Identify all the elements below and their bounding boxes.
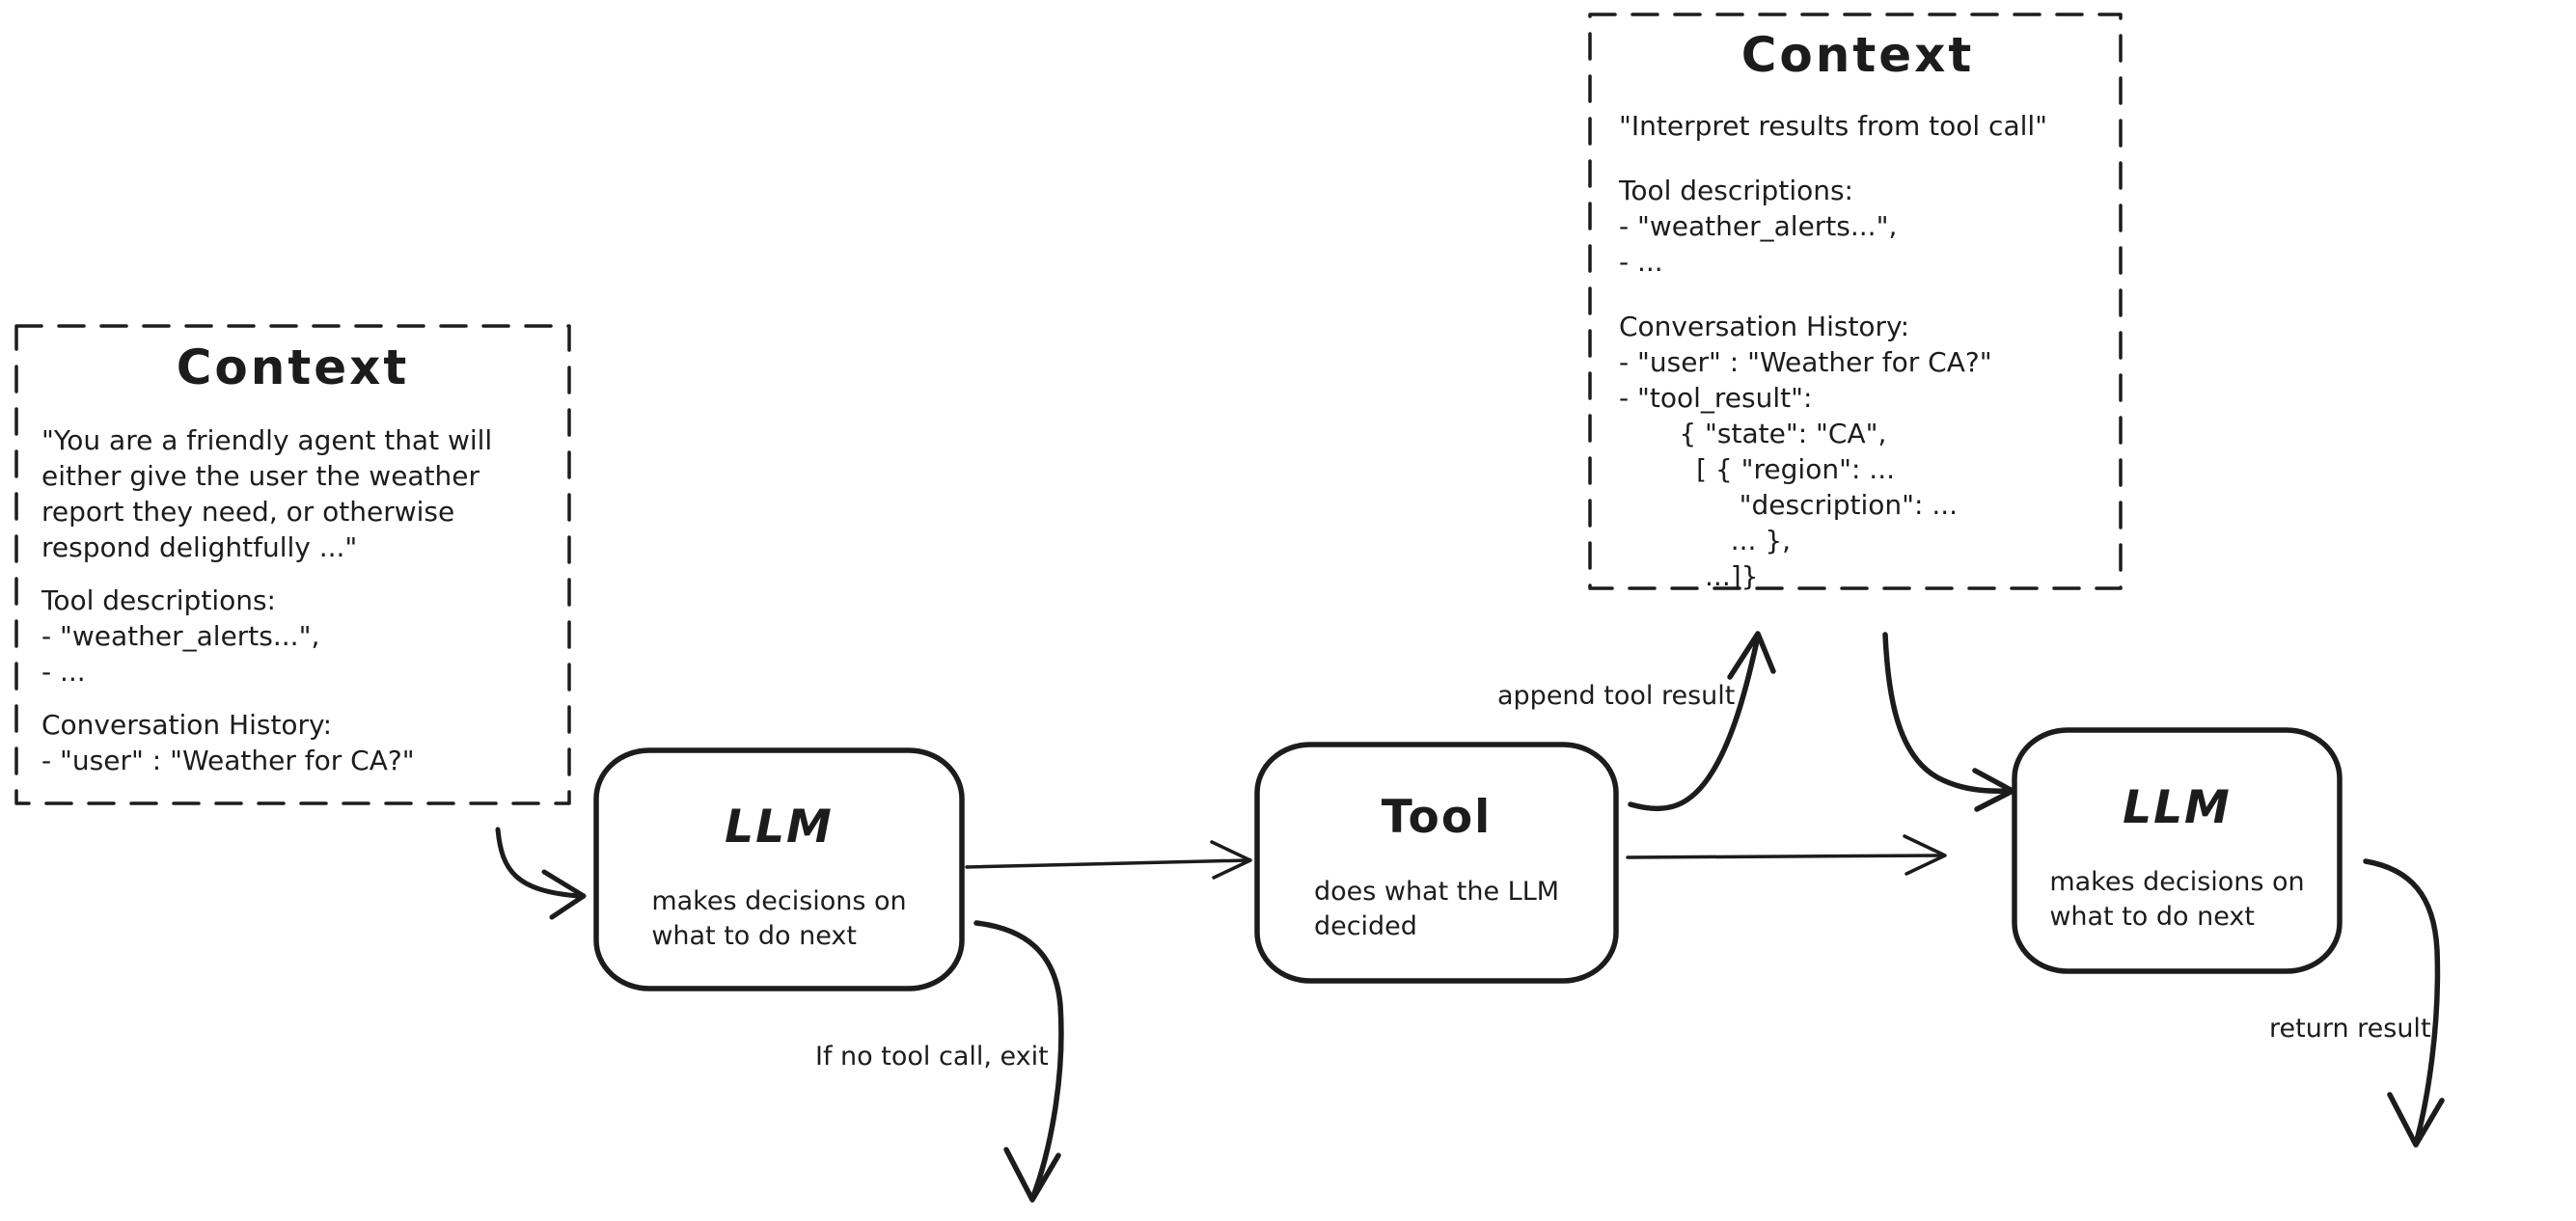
context-initial-title: Context [176, 339, 410, 395]
context-initial-conversation-history: Conversation History: - "user" : "Weathe… [41, 709, 415, 776]
tool-box-outline [1254, 742, 1619, 984]
llm-second-description: makes decisions on what to do next [2049, 867, 2305, 932]
tool-title: Tool [1381, 791, 1493, 844]
edge-label-return-result: return result [2269, 1014, 2431, 1044]
context-box-initial-outline [14, 324, 571, 805]
arrow-return-result [2363, 858, 2445, 1148]
arrow-exit [973, 920, 1064, 1203]
context-initial-tool-descriptions: Tool descriptions: - "weather_alerts..."… [41, 584, 320, 688]
llm-second-node: LLM makes decisions on what to do next [2014, 781, 2340, 935]
context-initial-system-prompt: "You are a friendly agent that will eith… [41, 424, 493, 563]
context-updated-title: Context [1740, 27, 1975, 83]
context-updated-system-prompt: "Interpret results from tool call" [1619, 110, 2048, 142]
arrow-context-initial-to-llm [495, 827, 587, 920]
context-box-updated: Context "Interpret results from tool cal… [1619, 27, 2096, 594]
context-updated-tool-descriptions: Tool descriptions: - "weather_alerts..."… [1619, 175, 1898, 278]
arrow-context-updated-to-llm [1882, 632, 2015, 812]
llm-second-box-outline [2012, 727, 2343, 974]
tool-node: Tool does what the LLM decided [1257, 791, 1616, 944]
llm-first-description: makes decisions on what to do next [651, 886, 907, 951]
arrow-tool-to-llm [1626, 834, 1947, 876]
llm-second-title: LLM [2123, 781, 2232, 834]
llm-first-title: LLM [725, 800, 834, 854]
edge-label-append-tool-result: append tool result [1497, 681, 1736, 711]
edge-label-no-tool-call-exit: If no tool call, exit [815, 1042, 1049, 1072]
context-box-initial: Context "You are a friendly agent that w… [41, 339, 544, 778]
tool-description: does what the LLM decided [1313, 877, 1560, 941]
llm-first-box-outline [593, 747, 965, 991]
llm-first-node: LLM makes decisions on what to do next [596, 800, 962, 954]
context-box-updated-outline [1588, 13, 2123, 590]
context-updated-conversation-history: Conversation History: - "user" : "Weathe… [1619, 311, 1992, 592]
arrow-append-tool-result [1628, 631, 1776, 812]
arrow-llm-to-tool [965, 840, 1252, 880]
